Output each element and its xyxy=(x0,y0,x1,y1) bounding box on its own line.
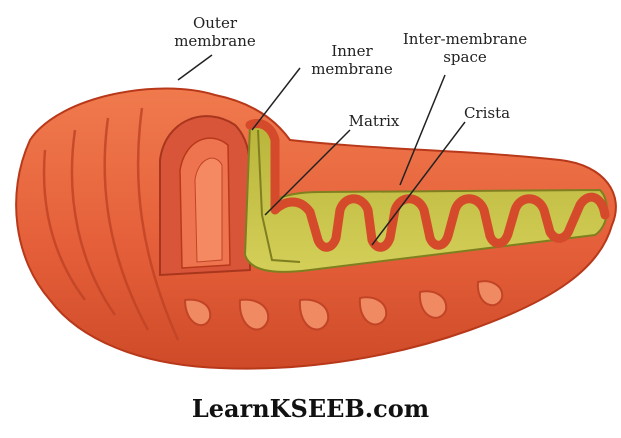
label-outer-membrane-line1: Outer xyxy=(192,14,238,32)
label-outer-membrane-line2: membrane xyxy=(174,32,256,50)
label-intermembrane-space: Inter-membrane space xyxy=(385,30,545,66)
label-matrix: Matrix xyxy=(348,112,400,130)
leader-outer-membrane xyxy=(177,54,213,81)
inner-membrane-highlight xyxy=(257,129,301,263)
label-outer-membrane: Outer membrane xyxy=(160,14,270,50)
leader-matrix xyxy=(264,129,351,216)
label-intermembrane-space-line1: Inter-membrane xyxy=(402,30,528,48)
inner-membrane-edge xyxy=(245,119,610,252)
leader-crista xyxy=(371,121,466,246)
label-inner-membrane-line2: membrane xyxy=(311,60,393,78)
label-inner-membrane-line1: Inner xyxy=(331,42,373,60)
outer-ridges xyxy=(42,107,180,341)
label-intermembrane-space-line2: space xyxy=(443,48,487,66)
bottom-cristae xyxy=(183,280,504,331)
leader-lines xyxy=(177,54,466,246)
left-cristae xyxy=(159,115,251,277)
label-crista: Crista xyxy=(463,104,511,122)
watermark: LearnKSEEB.com xyxy=(191,394,430,423)
leader-inner-membrane xyxy=(251,67,301,131)
leader-intermembrane-space xyxy=(399,74,446,186)
label-inner-membrane: Inner membrane xyxy=(296,42,408,78)
